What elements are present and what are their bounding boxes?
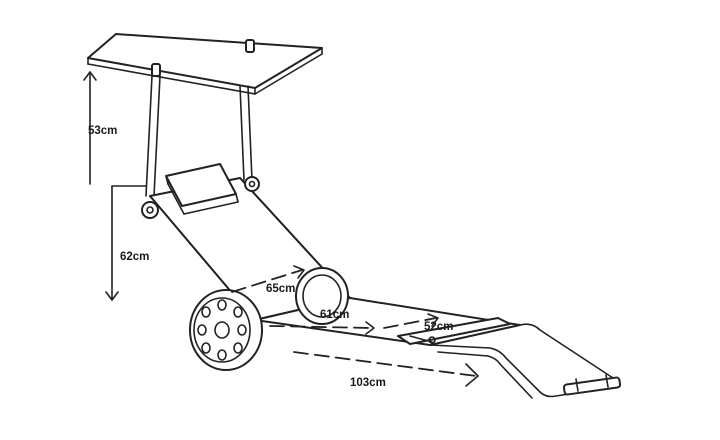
seat-length-label: 61cm: [320, 309, 349, 321]
dimension-backrest-length: 65cm: [231, 265, 305, 295]
dimension-seat-length: 61cm: [269, 309, 375, 335]
total-length-label: 103cm: [350, 377, 386, 389]
front-wheel: [189, 289, 263, 371]
backrest-height-label: 62cm: [120, 251, 149, 263]
dimension-footrest-length: 52cm: [383, 313, 453, 333]
adjustment-knob-right: [244, 176, 260, 192]
canopy-height-label: 53cm: [88, 125, 117, 137]
canopy: [87, 33, 323, 95]
adjustment-knob-left: [141, 201, 159, 219]
head-pillow: [165, 163, 239, 215]
canopy-poles: [145, 75, 253, 197]
rear-wheel: [295, 267, 349, 325]
dimension-canopy-height: 53cm: [83, 71, 117, 185]
seat-strap: [397, 317, 511, 345]
footrest-length-label: 52cm: [424, 321, 453, 333]
dimension-backrest-height: 62cm: [105, 185, 149, 301]
backrest-length-label: 65cm: [266, 283, 295, 295]
dimension-total-length: 103cm: [293, 351, 479, 389]
